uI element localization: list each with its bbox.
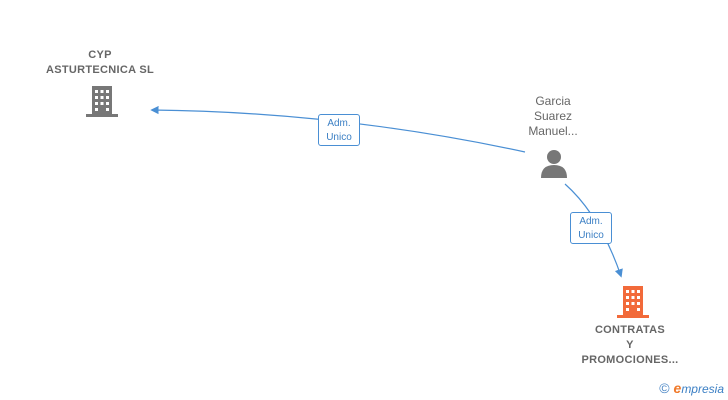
company-name-line-2: ASTURTECNICA SL	[46, 64, 154, 76]
brand-logo-initial: e	[673, 380, 682, 396]
edge-label-line-1: Adm.	[327, 118, 351, 129]
person-icon[interactable]	[539, 148, 569, 183]
company-name-line-1: CYP	[88, 49, 112, 61]
edge-label-line-1: Adm.	[579, 216, 603, 227]
edge-label-line-2: Unico	[326, 132, 352, 143]
building-icon[interactable]	[85, 84, 119, 123]
copyright-icon: ©	[659, 380, 670, 396]
edge-label-adm-unico: Adm. Unico	[570, 212, 612, 244]
person-node-label[interactable]: Garcia Suarez Manuel...	[503, 94, 603, 139]
person-name-line-1: Garcia	[535, 94, 571, 108]
edge-label-line-2: Unico	[578, 230, 604, 241]
building-icon[interactable]	[616, 284, 650, 325]
brand-watermark: © empresia	[659, 380, 724, 396]
company-name-line-1: CONTRATAS	[594, 324, 666, 336]
edge-label-adm-unico: Adm. Unico	[318, 114, 360, 146]
brand-logo-text: mpresia	[681, 382, 724, 396]
brand-logo: empresia	[674, 380, 724, 396]
company-name-line-3: PROMOCIONES...	[581, 354, 679, 366]
company-node-cyp-label[interactable]: CYP ASTURTECNICA SL	[40, 48, 160, 78]
person-name-line-2: Suarez	[533, 109, 573, 123]
person-name-line-3: Manuel...	[528, 124, 578, 138]
company-node-contratas-label[interactable]: CONTRATAS Y PROMOCIONES...	[565, 323, 695, 368]
company-name-line-2: Y	[626, 339, 634, 351]
